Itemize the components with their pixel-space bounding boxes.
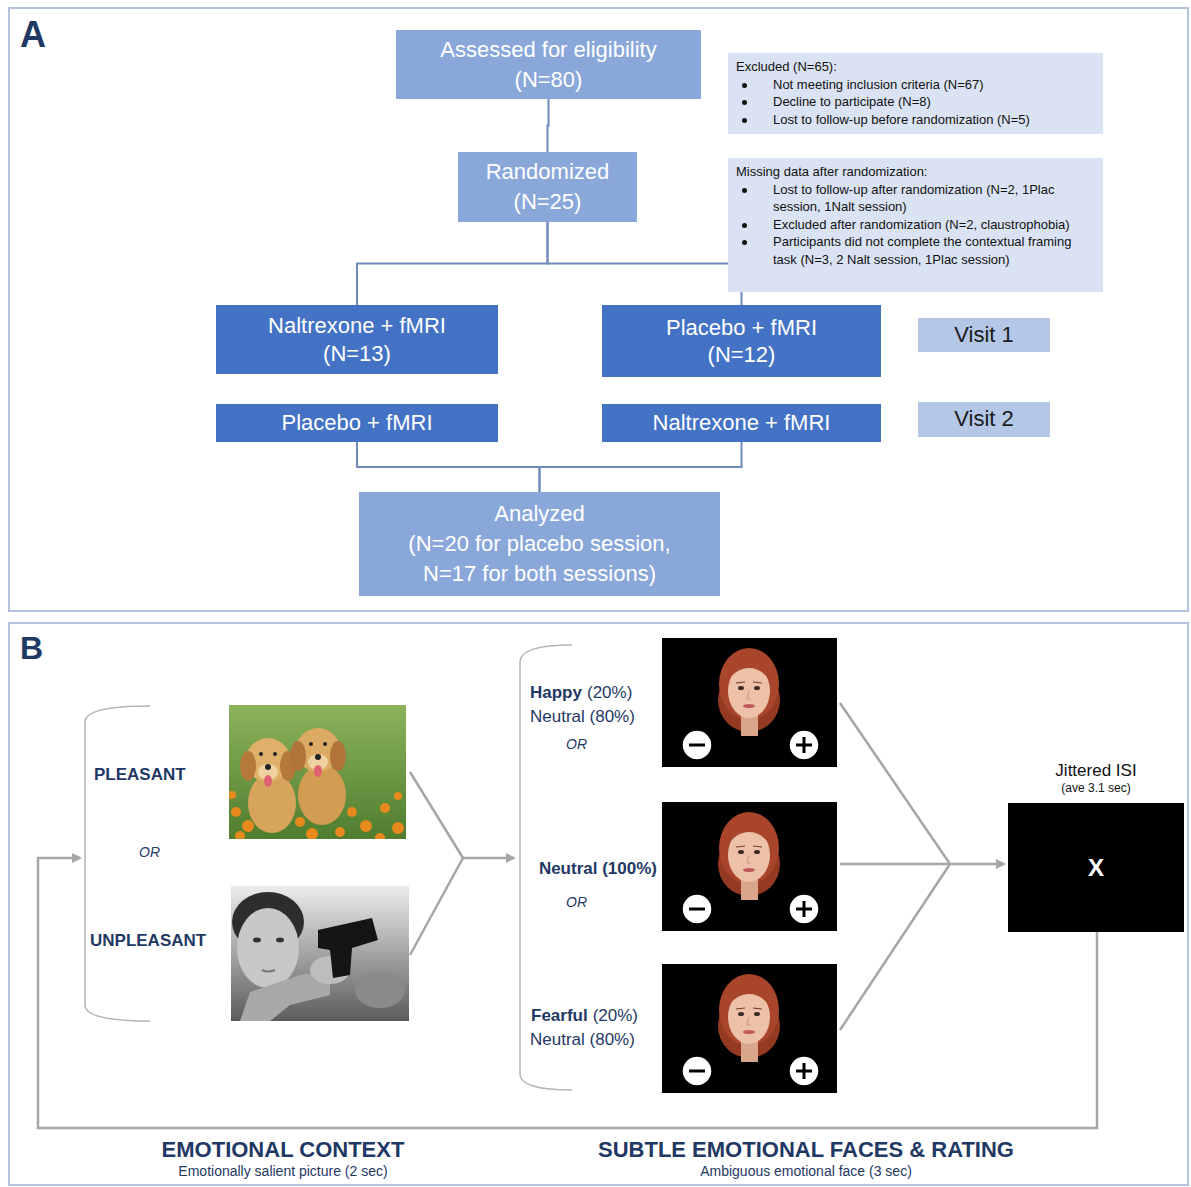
visit-box: Visit 1: [918, 318, 1050, 352]
label-holder: Emotionally salient picture (2 sec): [178, 1163, 387, 1179]
bullet-row: Lost to follow-up before randomization (…: [736, 111, 1093, 129]
label-holder: Fearful: [531, 1006, 588, 1026]
text-label: Emotionally salient picture (2 sec): [178, 1163, 387, 1179]
note-box: Missing data after randomization:Lost to…: [728, 158, 1103, 292]
box-text: (N=20 for placebo session, N=17 for both…: [384, 529, 695, 588]
box-text: Assessed for eligibility (N=80): [421, 35, 676, 94]
label-holder: Neutral (100%): [539, 859, 657, 879]
label-holder: (20%): [587, 683, 632, 703]
box-text: Visit 2: [954, 406, 1014, 432]
fixation-screen: Jittered ISI(ave 3.1 sec)X: [1008, 803, 1184, 932]
puppies-picture: [229, 705, 406, 839]
bullet-dot: [742, 83, 747, 88]
text-label: OR: [566, 894, 587, 910]
text-label: (20%): [587, 683, 632, 703]
isi-title: Jittered ISI: [988, 760, 1191, 781]
bullet-dot: [742, 100, 747, 105]
note-heading: Missing data after randomization:: [736, 163, 1093, 181]
text-label: Neutral (100%): [539, 859, 657, 879]
box-text: Placebo + fMRI: [281, 409, 432, 437]
box-text: Visit 1: [954, 322, 1014, 348]
label-holder: EMOTIONAL CONTEXT: [162, 1137, 405, 1163]
fixation-cross: X: [1088, 854, 1104, 882]
bullet-row: Excluded after randomization (N=2, claus…: [736, 216, 1093, 234]
neutral-face: [662, 802, 837, 931]
box-text: Placebo + fMRI (N=12): [637, 314, 846, 369]
text-label: Fearful: [531, 1006, 588, 1026]
bullet-dot: [742, 188, 747, 193]
text-label: (20%): [593, 1006, 638, 1026]
process-box: Assessed for eligibility (N=80): [396, 30, 701, 99]
bullet-row: Not meeting inclusion criteria (N=67): [736, 76, 1093, 94]
panel-letter: A: [20, 17, 46, 53]
box-text: Naltrexone + fMRI (N=13): [246, 312, 468, 367]
text-label: Ambiguous emotional face (3 sec): [700, 1163, 912, 1179]
isi-heading: Jittered ISI(ave 3.1 sec): [988, 760, 1191, 797]
panel-letter-holder: B: [20, 632, 43, 664]
text-label: Neutral (80%): [530, 707, 635, 727]
label-holder: SUBTLE EMOTIONAL FACES & RATING: [598, 1137, 1014, 1163]
label-holder: UNPLEASANT: [90, 931, 206, 951]
text-label: EMOTIONAL CONTEXT: [162, 1137, 405, 1163]
bullet-row: Decline to participate (N=8): [736, 93, 1093, 111]
text-label: OR: [566, 736, 587, 752]
process-box: Analyzed(N=20 for placebo session, N=17 …: [359, 492, 720, 596]
isi-subtitle: (ave 3.1 sec): [988, 781, 1191, 797]
text-label: OR: [139, 844, 160, 860]
happy-face: [662, 638, 837, 767]
text-label: Happy: [530, 683, 582, 703]
bullet-text: Participants did not complete the contex…: [773, 233, 1093, 268]
box-text: Naltrexone + fMRI: [653, 409, 831, 437]
label-holder: OR: [566, 894, 587, 910]
panel-letter: B: [20, 632, 43, 664]
bullet-text: Lost to follow-up after randomization (N…: [773, 181, 1093, 216]
label-holder: Neutral (80%): [530, 1030, 635, 1050]
box-text: Randomized (N=25): [470, 157, 625, 216]
note-box: Excluded (N=65):Not meeting inclusion cr…: [728, 53, 1103, 134]
label-holder: PLEASANT: [94, 765, 186, 785]
figure-panel: A Assessed for eligibility (N=80) Excluded…: [8, 7, 1189, 612]
panel-letter-holder: A: [20, 17, 46, 53]
visit-box: Visit 2: [918, 402, 1050, 437]
bullet-row: Participants did not complete the contex…: [736, 233, 1093, 268]
bullet-dot: [742, 223, 747, 228]
label-holder: Happy: [530, 683, 582, 703]
label-holder: OR: [566, 736, 587, 752]
label-holder: OR: [139, 844, 160, 860]
connector-line: [548, 99, 549, 152]
process-box: Randomized (N=25): [458, 152, 637, 222]
fearful-face: [662, 964, 837, 1093]
bullet-dot: [742, 240, 747, 245]
label-holder: (20%): [593, 1006, 638, 1026]
boy-with-gun-picture: [231, 886, 409, 1021]
box-text: Analyzed: [494, 499, 585, 529]
connector-line: [548, 222, 742, 305]
bullet-dot: [742, 118, 747, 123]
label-holder: Ambiguous emotional face (3 sec): [700, 1163, 912, 1179]
figure-panel: BJittered ISI(ave 3.1 sec)X: [8, 622, 1189, 1186]
connector-line: [357, 442, 540, 492]
arm-box: Placebo + fMRI (N=12): [602, 305, 881, 377]
text-label: UNPLEASANT: [90, 931, 206, 951]
connector-line: [540, 442, 742, 492]
bullet-text: Lost to follow-up before randomization (…: [773, 111, 1093, 129]
arm-box: Placebo + fMRI: [216, 404, 498, 442]
arm-box: Naltrexone + fMRI (N=13): [216, 305, 498, 374]
text-label: PLEASANT: [94, 765, 186, 785]
text-label: SUBTLE EMOTIONAL FACES & RATING: [598, 1137, 1014, 1163]
bullet-text: Excluded after randomization (N=2, claus…: [773, 216, 1093, 234]
flow-arrows: [38, 645, 1097, 1128]
bullet-text: Not meeting inclusion criteria (N=67): [773, 76, 1093, 94]
text-label: Neutral (80%): [530, 1030, 635, 1050]
label-holder: Neutral (80%): [530, 707, 635, 727]
connector-line: [357, 222, 548, 305]
note-heading: Excluded (N=65):: [736, 58, 1093, 76]
bullet-row: Lost to follow-up after randomization (N…: [736, 181, 1093, 216]
bullet-text: Decline to participate (N=8): [773, 93, 1093, 111]
arm-box: Naltrexone + fMRI: [602, 404, 881, 442]
